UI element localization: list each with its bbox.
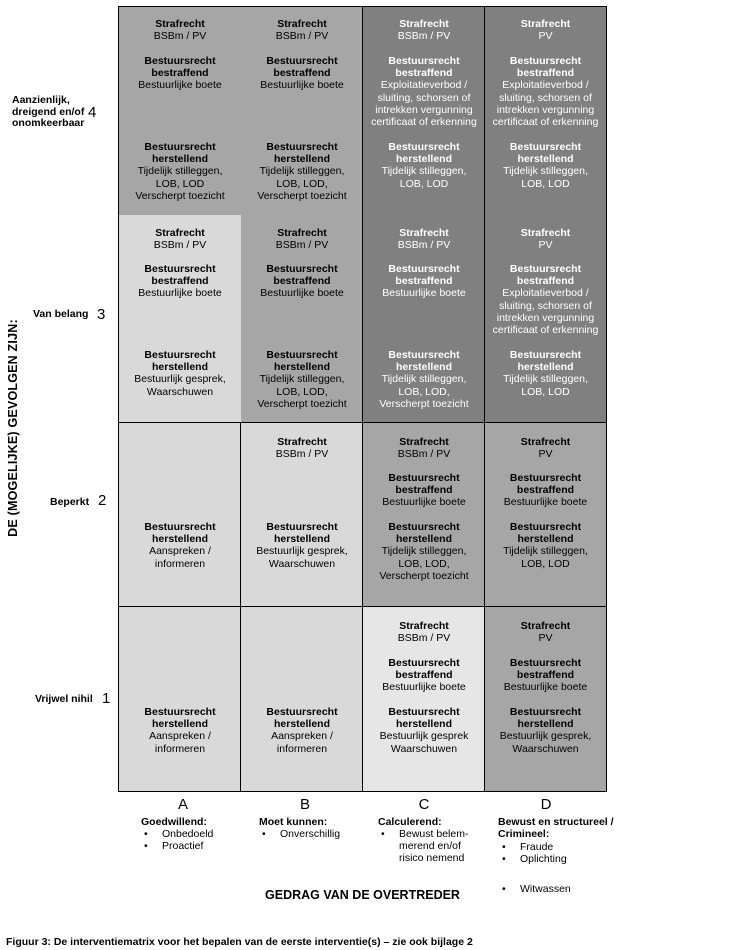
bullet-item: Onverschillig <box>260 828 340 840</box>
row-number-2: 2 <box>98 492 107 509</box>
column-letter-a: A <box>177 796 188 813</box>
row-number-1: 1 <box>102 690 111 707</box>
column-bullets-c: Bewust belem-merend en/of risico nemend <box>379 828 479 865</box>
column-bullets-b: Onverschillig <box>260 828 340 840</box>
y-axis-label: DE (MOGELIJKE) GEVOLGEN ZIJN: <box>6 319 20 537</box>
column-title-c: Calculerend: <box>378 816 442 828</box>
bullet-item: Witwassen <box>500 883 571 895</box>
row-number-4: 4 <box>88 104 97 121</box>
figure-caption: Figuur 3: De interventiematrix voor het … <box>6 936 473 948</box>
column-title-b: Moet kunnen: <box>259 816 328 828</box>
column-title-a: Goedwillend: <box>141 816 207 828</box>
row-number-3: 3 <box>97 306 106 323</box>
column-divider <box>484 6 485 792</box>
bullet-item: Oplichting <box>500 853 571 865</box>
column-divider-partial <box>240 422 241 792</box>
bullet-item: Bewust belem-merend en/of risico nemend <box>379 828 479 865</box>
row-label-2: Beperkt <box>50 496 90 508</box>
bullet-item: Proactief <box>142 840 213 852</box>
column-letter-b: B <box>299 796 310 813</box>
column-divider <box>362 6 363 792</box>
column-title-d: Bewust en structureel / Crimineel: <box>498 816 614 840</box>
bullet-item: Fraude <box>500 841 571 853</box>
column-bullets-a: Onbedoeld Proactief <box>142 828 213 853</box>
column-letter-c: C <box>418 796 430 813</box>
column-letter-d: D <box>540 796 552 813</box>
bullet-item: Onbedoeld <box>142 828 213 840</box>
column-bullets-d: Fraude Oplichting Witwassen <box>500 841 571 896</box>
row-label-1: Vrijwel nihil <box>35 693 93 705</box>
row-label-4: Aanzienlijk, dreigend en/of onomkeerbaar <box>12 94 85 129</box>
row-label-3: Van belang <box>33 308 89 320</box>
x-axis-label: GEDRAG VAN DE OVERTREDER <box>265 888 460 902</box>
